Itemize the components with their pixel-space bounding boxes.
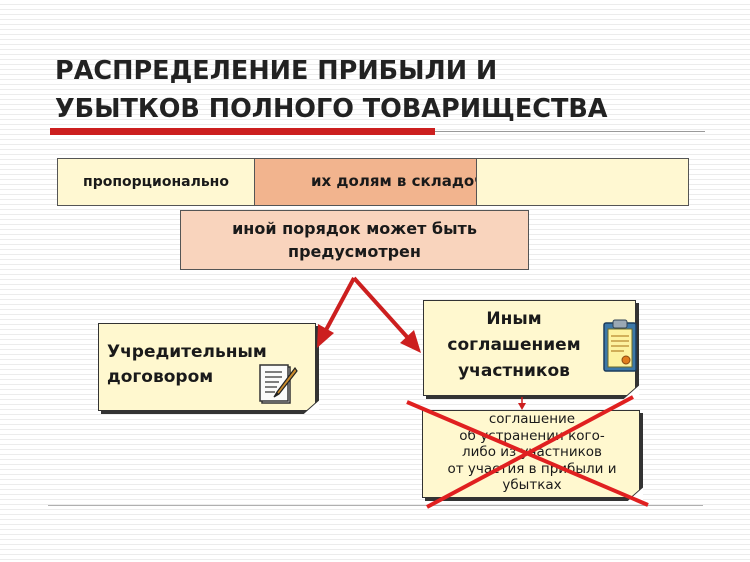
other-order-line-2: предусмотрен: [288, 242, 421, 261]
proportional-cell: пропорционально: [57, 158, 255, 206]
arrow-to-exclusion: [518, 397, 526, 410]
founding-agreement-box: Учредительным договором: [98, 323, 319, 414]
shares-cell: их долям в складочном капитале: [254, 158, 604, 206]
page-title: РАСПРЕДЕЛЕНИЕ ПРИБЫЛИ И УБЫТКОВ ПОЛНОГО …: [55, 52, 715, 128]
title-underline-red: [50, 128, 435, 135]
participants-agreement-box: Иным соглашением участников: [423, 300, 639, 399]
title-line-1: РАСПРЕДЕЛЕНИЕ ПРИБЫЛИ И: [55, 56, 498, 86]
page-fold-icon: [623, 385, 639, 399]
clipboard-icon: [603, 319, 637, 372]
founding-agreement-line-2: договором: [107, 367, 214, 387]
document-pen-icon: [259, 364, 298, 404]
other-order-line-1: иной порядок может быть: [232, 219, 477, 238]
exclusion-line-5: убытках: [502, 477, 562, 493]
arrow-to-founding-agreement: [317, 277, 356, 348]
proportional-label: пропорционально: [83, 174, 229, 190]
cross-out-mark: [406, 395, 649, 509]
participants-agreement-label: Иным соглашением участников: [424, 306, 604, 384]
other-order-box: иной порядок может быть предусмотрен: [180, 210, 529, 270]
title-underline-thin: [435, 131, 705, 132]
arrow-to-participants-agreement: [352, 276, 421, 353]
capital-cell: [476, 158, 689, 206]
participants-agreement-line-1: Иным: [486, 309, 542, 329]
page-fold-icon: [303, 400, 319, 414]
bottom-divider: [48, 505, 703, 506]
participants-agreement-line-2: соглашением: [447, 335, 581, 355]
title-line-2: УБЫТКОВ ПОЛНОГО ТОВАРИЩЕСТВА: [55, 94, 608, 124]
founding-agreement-line-1: Учредительным: [107, 342, 267, 362]
exclusion-line-1: соглашение: [488, 411, 576, 427]
founding-agreement-label: Учредительным договором: [107, 340, 267, 390]
participants-agreement-line-3: участников: [458, 361, 570, 381]
